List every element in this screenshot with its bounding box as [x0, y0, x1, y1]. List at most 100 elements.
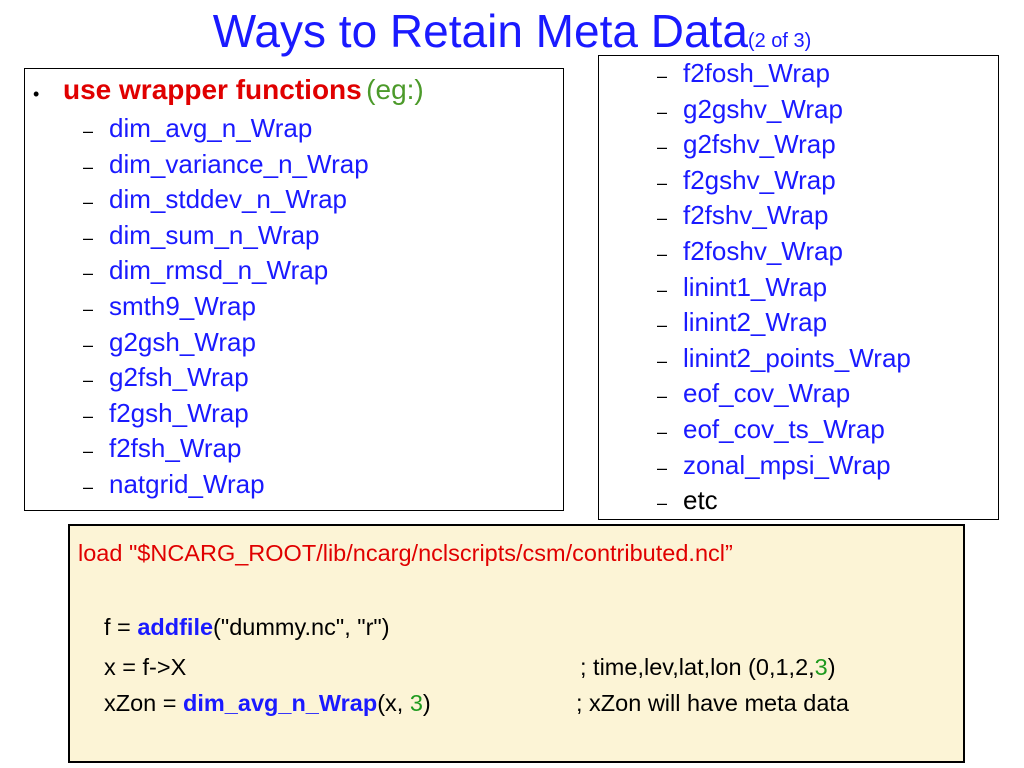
list-item-label: linint1_Wrap [683, 271, 828, 302]
slide-title-main: Ways to Retain Meta Data [212, 5, 748, 57]
dash-icon: – [83, 298, 94, 319]
list-item: –linint2_points_Wrap [657, 341, 911, 377]
list-item: –dim_avg_n_Wrap [83, 111, 369, 147]
code-line-assign-x-comment: ; time,lev,lat,lon (0,1,2,3) [580, 652, 836, 682]
list-item: –linint1_Wrap [657, 270, 911, 306]
left-function-list: –dim_avg_n_Wrap –dim_variance_n_Wrap –di… [83, 111, 369, 503]
list-item-label: dim_variance_n_Wrap [109, 148, 369, 179]
dash-icon: – [83, 405, 94, 426]
list-item: –smth9_Wrap [83, 289, 369, 325]
bullet-heading-note: (eg:) [366, 74, 424, 105]
code-line-xzon: xZon = dim_avg_n_Wrap(x, 3) [104, 688, 431, 718]
list-item-label: smth9_Wrap [109, 290, 256, 321]
list-item-label: f2fosh_Wrap [683, 58, 830, 88]
list-item-label: zonal_mpsi_Wrap [683, 449, 891, 480]
list-item-label: g2fshv_Wrap [683, 129, 836, 160]
list-item-label: g2gsh_Wrap [109, 326, 256, 357]
dash-icon: – [83, 156, 94, 177]
right-function-box: –f2fosh_Wrap –g2gshv_Wrap –g2fshv_Wrap –… [598, 55, 999, 520]
code-text: ) [422, 690, 431, 716]
code-example-box: load "$NCARG_ROOT/lib/ncarg/nclscripts/c… [68, 524, 965, 763]
code-keyword-addfile: addfile [137, 614, 214, 640]
code-text: xZon = [104, 690, 184, 716]
list-item-etc: –etc [657, 483, 911, 519]
list-item-label: f2gshv_Wrap [683, 164, 836, 195]
list-item: –g2gshv_Wrap [657, 92, 911, 128]
list-item-label: dim_sum_n_Wrap [109, 219, 320, 250]
list-item-label: eof_cov_Wrap [683, 378, 851, 409]
bullet-heading-row: • use wrapper functions (eg:) [33, 74, 424, 106]
list-item: –natgrid_Wrap [83, 467, 369, 503]
dash-icon: – [657, 421, 668, 442]
list-item: –g2gsh_Wrap [83, 325, 369, 361]
slide-title-sub: (2 of 3) [747, 30, 812, 52]
code-text: ("dummy.nc", "r") [213, 614, 390, 640]
list-item: –dim_stddev_n_Wrap [83, 182, 369, 218]
list-item: –zonal_mpsi_Wrap [657, 448, 911, 484]
dash-icon: – [657, 172, 668, 193]
list-item: –dim_sum_n_Wrap [83, 218, 369, 254]
code-text: f = [104, 614, 138, 640]
list-item-label: f2gsh_Wrap [109, 397, 249, 428]
dash-icon: – [657, 279, 668, 300]
dash-icon: – [657, 386, 668, 407]
list-item: –g2fsh_Wrap [83, 360, 369, 396]
bullet-dot-icon: • [33, 84, 40, 105]
list-item: –dim_rmsd_n_Wrap [83, 253, 369, 289]
list-item: –f2gsh_Wrap [83, 396, 369, 432]
dash-icon: – [657, 315, 668, 336]
dash-icon: – [83, 192, 94, 213]
list-item-label: f2fshv_Wrap [683, 200, 829, 231]
dash-icon: – [657, 66, 668, 86]
list-item-label: f2fsh_Wrap [109, 433, 242, 464]
list-item-label: f2foshv_Wrap [683, 235, 843, 266]
dash-icon: – [83, 263, 94, 284]
code-line-xzon-comment: ; xZon will have meta data [576, 690, 849, 716]
dash-icon: – [83, 334, 94, 355]
list-item-label: g2fsh_Wrap [109, 362, 249, 393]
code-number: 3 [814, 654, 828, 680]
list-item: –dim_variance_n_Wrap [83, 147, 369, 183]
list-item: –g2fshv_Wrap [657, 127, 911, 163]
list-item-label: linint2_points_Wrap [683, 342, 911, 373]
list-item: –f2gshv_Wrap [657, 163, 911, 199]
dash-icon: – [657, 457, 668, 478]
code-number: 3 [409, 690, 423, 716]
code-line-assign-x: x = f->X [104, 654, 187, 680]
list-item-label: etc [683, 485, 718, 516]
list-item-label: dim_stddev_n_Wrap [109, 184, 347, 215]
list-item: –f2fshv_Wrap [657, 198, 911, 234]
list-item-label: g2gshv_Wrap [683, 93, 843, 124]
code-comment: ; time,lev,lat,lon (0,1,2, [580, 654, 815, 680]
list-item: –f2fosh_Wrap [657, 56, 911, 92]
dash-icon: – [657, 208, 668, 229]
code-keyword-dim-avg: dim_avg_n_Wrap [183, 690, 378, 716]
dash-icon: – [83, 476, 94, 497]
list-item: –f2foshv_Wrap [657, 234, 911, 270]
dash-icon: – [83, 441, 94, 462]
bullet-heading: use wrapper functions [63, 74, 362, 105]
code-comment: ) [827, 654, 836, 680]
list-item-label: natgrid_Wrap [109, 468, 265, 499]
right-function-list: –f2fosh_Wrap –g2gshv_Wrap –g2fshv_Wrap –… [657, 56, 911, 519]
code-line-addfile: f = addfile("dummy.nc", "r") [104, 612, 390, 642]
list-item-label: dim_rmsd_n_Wrap [109, 255, 329, 286]
code-load-line: load "$NCARG_ROOT/lib/ncarg/nclscripts/c… [78, 540, 733, 566]
list-item: –eof_cov_ts_Wrap [657, 412, 911, 448]
list-item: –linint2_Wrap [657, 305, 911, 341]
dash-icon: – [657, 137, 668, 158]
code-text: (x, [377, 690, 410, 716]
list-item: –f2fsh_Wrap [83, 431, 369, 467]
list-item: –eof_cov_Wrap [657, 376, 911, 412]
left-function-box: • use wrapper functions (eg:) –dim_avg_n_… [24, 68, 564, 511]
dash-icon: – [657, 243, 668, 264]
dash-icon: – [657, 101, 668, 122]
dash-icon: – [83, 227, 94, 248]
list-item-label: linint2_Wrap [683, 307, 828, 338]
slide-title: Ways to Retain Meta Data(2 of 3) [0, 4, 1024, 68]
dash-icon: – [83, 121, 94, 141]
dash-icon: – [83, 370, 94, 391]
list-item-label: eof_cov_ts_Wrap [683, 413, 885, 444]
dash-icon: – [657, 350, 668, 371]
dash-icon: – [657, 493, 668, 514]
